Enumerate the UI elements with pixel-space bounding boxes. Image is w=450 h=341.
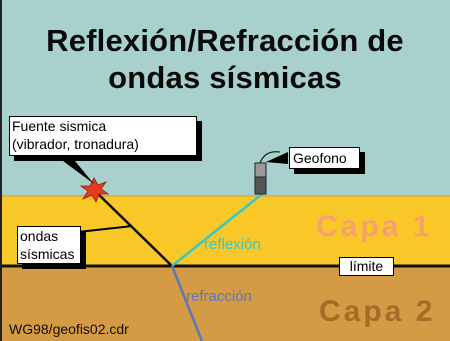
incident-ray — [93, 189, 173, 267]
reflection-label: reflexión — [204, 236, 261, 253]
geophone-callout: Geofono — [289, 147, 360, 169]
waves-callout-pointer — [77, 225, 133, 233]
waves-label-line-1: ondas — [20, 228, 59, 244]
waves-callout: ondas sísmicas — [17, 226, 81, 264]
layer-1-label: Capa 1 — [316, 210, 433, 243]
refracted-ray — [170, 265, 204, 341]
geophone-label: Geofono — [293, 150, 347, 166]
boundary-label: límite — [339, 257, 394, 276]
diagram-title-line-1: Reflexión/Refracción de — [46, 23, 404, 58]
geophone-cable — [259, 151, 281, 164]
layer-2-area — [0, 267, 450, 341]
seismic-source-burst — [79, 177, 110, 203]
geophone-base — [254, 176, 267, 195]
source-callout: Fuente sismica (vibrador, tronadura) — [9, 116, 197, 156]
source-label-line-2: (vibrador, tronadura) — [12, 136, 139, 152]
waves-label-line-2: sísmicas — [20, 246, 75, 262]
diagram-title-line-2: ondas sísmicas — [108, 60, 342, 95]
boundary-label-text: límite — [349, 258, 384, 274]
geophone-callout-pointer — [266, 152, 288, 164]
geophone-body — [254, 162, 267, 178]
refraction-label: refracción — [186, 288, 252, 305]
source-label-line-1: Fuente sismica — [12, 118, 107, 134]
file-name-label: WG98/geofis02.cdr — [9, 321, 129, 337]
reflected-ray — [171, 193, 263, 267]
layer-2-label: Capa 2 — [319, 295, 436, 328]
source-callout-pointer — [55, 155, 94, 184]
